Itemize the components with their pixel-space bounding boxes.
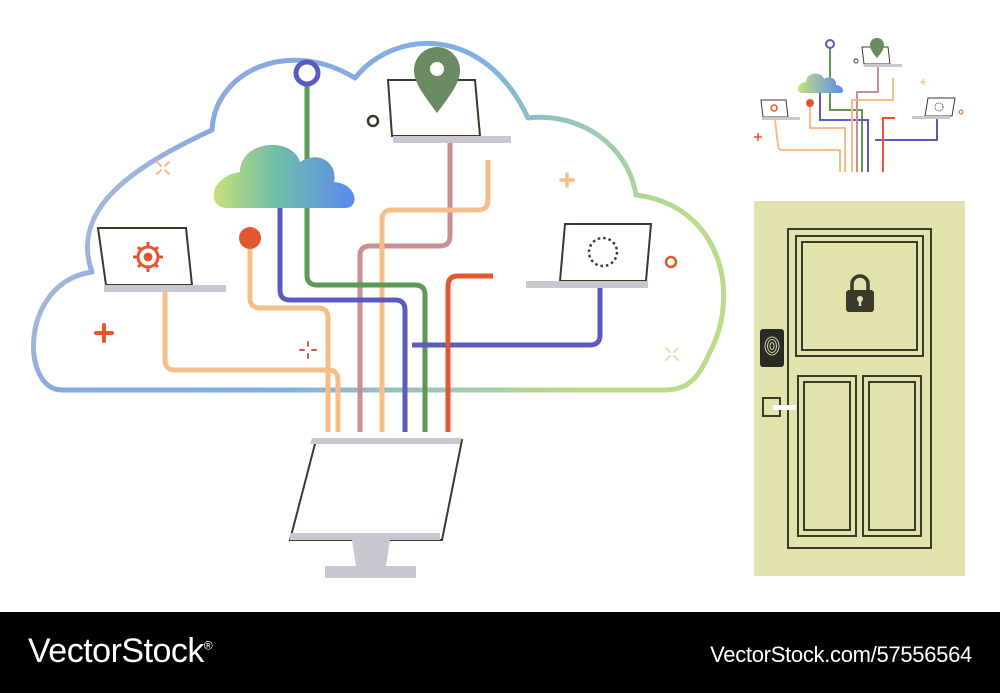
wire-cloud-purple [277,205,408,432]
laptop-right [526,223,653,288]
red-dot-icon [239,227,261,249]
sparkle-icon [156,161,170,175]
ring-icon [293,59,321,87]
loading-icon [587,236,619,268]
gear-icon [133,242,163,272]
watermark-bar [0,612,1000,693]
wire-red-right [445,273,493,432]
network-wires [162,85,603,432]
ring-small-icon [366,114,380,128]
trademark: ® [203,638,213,653]
wire-laptop-right [412,288,603,348]
monitor-icon [288,438,464,578]
mini-cloud-icon [797,73,844,93]
wire-pin-laptop [357,140,453,432]
lock-icon [846,274,874,312]
fingerprint-icon [760,329,784,367]
wire-red-dot [247,246,331,432]
ring-orange-icon [664,255,678,269]
plus-icon [94,323,114,343]
wire-laptop-left [162,292,341,432]
wire-orange-top [379,160,491,432]
wire-ring-green [304,85,428,432]
sparkle-orange-icon [299,341,317,359]
door-icon [754,201,965,576]
laptop-icon [96,227,226,292]
plus-light-icon [559,172,575,188]
location-pin-icon [414,47,460,113]
brand-name: VectorStock [28,632,204,670]
door-handle [762,397,796,417]
cloud-outline-icon [31,41,727,393]
laptop-pin [386,47,511,143]
cloud-icon [213,144,355,208]
network-illustration [31,38,965,578]
sparkle-faint-icon [665,347,679,361]
image-id-text: VectorStock.com/57556564 [710,642,972,667]
mini-network-illustration [754,38,964,172]
vectorstock-logo: VectorStock® [28,632,213,671]
